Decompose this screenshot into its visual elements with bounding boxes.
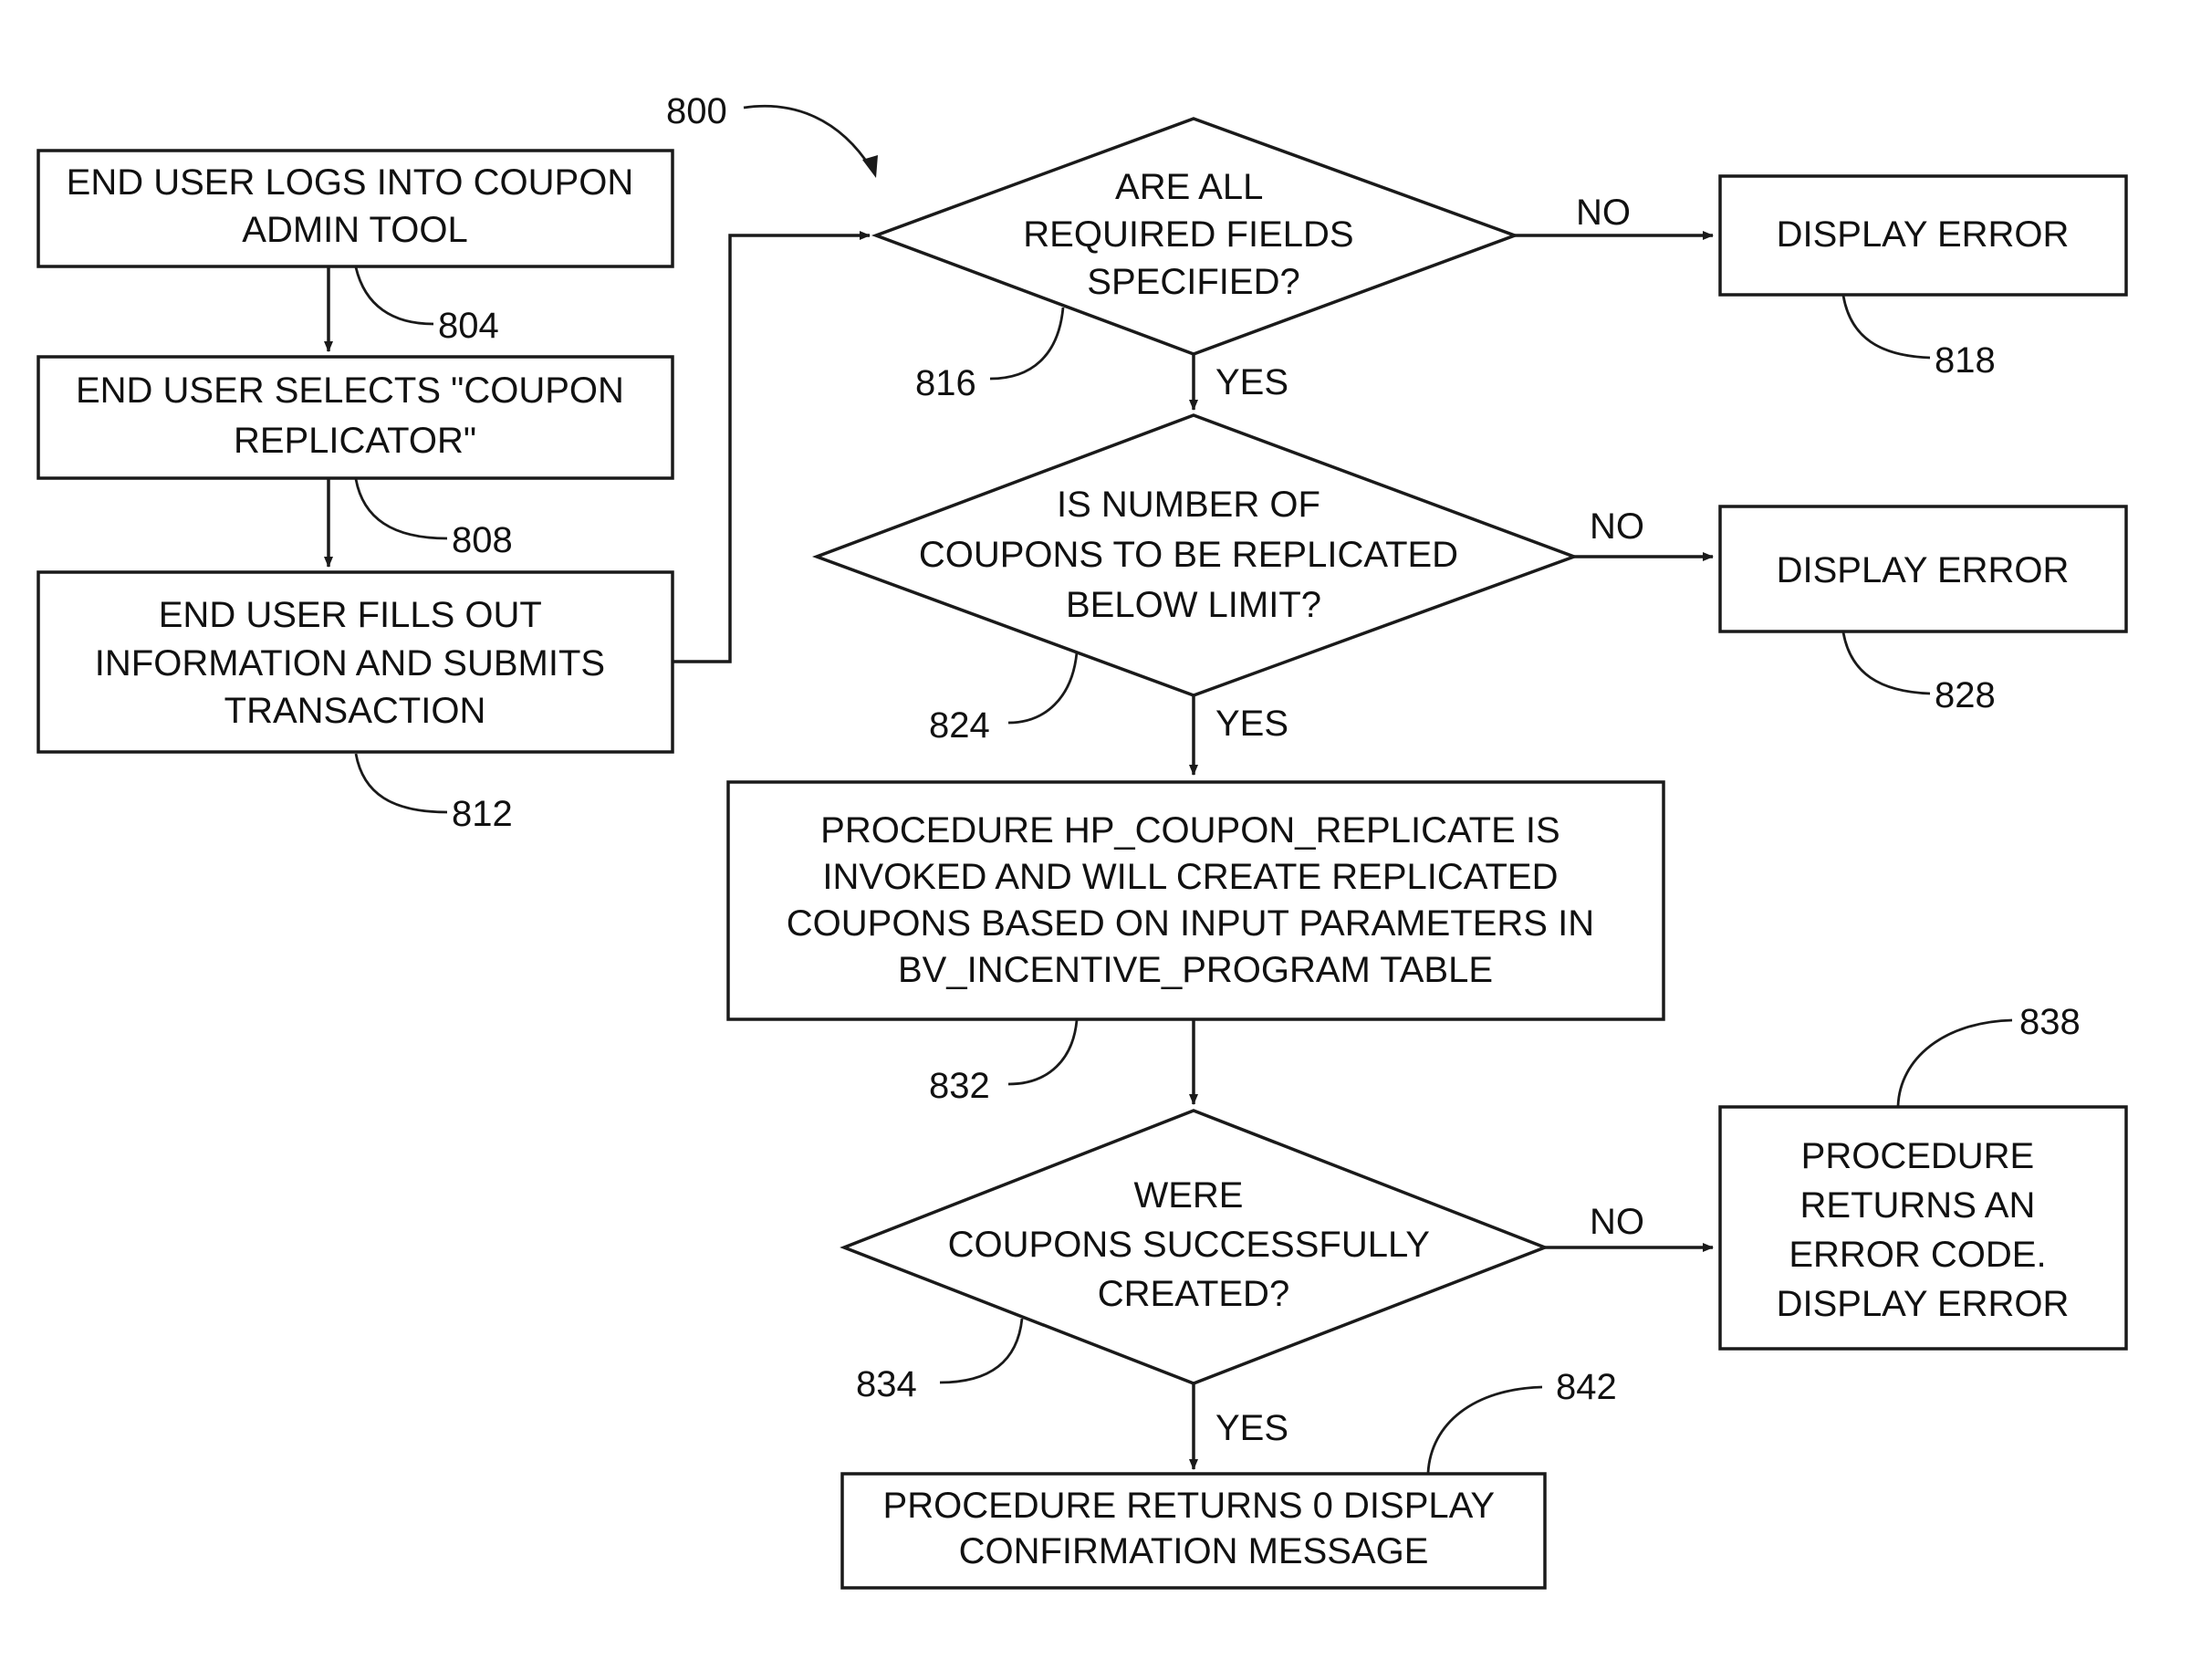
decision-816-diamond: ARE ALL REQUIRED FIELDS SPECIFIED? [876, 119, 1515, 354]
step-842-callout: 842 [1428, 1367, 1617, 1473]
label-824-no: NO [1590, 506, 1644, 547]
step-838-ref: 838 [2019, 1002, 2081, 1042]
figure-reference: 800 [666, 91, 878, 178]
step-808-box: END USER SELECTS "COUPON REPLICATOR" [38, 357, 673, 478]
step-804-ref: 804 [438, 306, 499, 346]
label-824-yes: YES [1215, 704, 1288, 744]
figure-ref-label: 800 [666, 91, 727, 131]
step-812-callout: 812 [356, 754, 513, 834]
step-842-box: PROCEDURE RETURNS 0 DISPLAY CONFIRMATION… [842, 1474, 1545, 1588]
decision-824-ref: 824 [929, 705, 990, 746]
step-828-callout: 828 [1843, 632, 1996, 715]
step-832-box: PROCEDURE HP_COUPON_REPLICATE IS INVOKED… [728, 782, 1664, 1019]
step-838-box: PROCEDURE RETURNS AN ERROR CODE. DISPLAY… [1720, 1107, 2126, 1349]
step-828-ref: 828 [1935, 675, 1996, 715]
step-832-callout: 832 [929, 1020, 1077, 1106]
step-842-ref: 842 [1556, 1367, 1617, 1407]
step-828-text: DISPLAY ERROR [1777, 550, 2070, 590]
arrow-812-to-816 [673, 235, 870, 662]
decision-816-ref: 816 [915, 363, 976, 403]
step-828-box: DISPLAY ERROR [1720, 506, 2126, 631]
label-834-no: NO [1590, 1202, 1644, 1242]
step-812-ref: 812 [452, 794, 513, 834]
label-816-yes: YES [1215, 362, 1288, 402]
step-832-ref: 832 [929, 1066, 990, 1106]
figure-ref-arrow [744, 106, 871, 169]
decision-824-callout: 824 [929, 652, 1077, 746]
step-804-box: END USER LOGS INTO COUPON ADMIN TOOL [38, 151, 673, 266]
step-818-box: DISPLAY ERROR [1720, 176, 2126, 295]
label-834-yes: YES [1215, 1408, 1288, 1448]
decision-834-callout: 834 [856, 1319, 1022, 1404]
step-838-callout: 838 [1898, 1002, 2081, 1106]
step-818-ref: 818 [1935, 340, 1996, 381]
step-808-callout: 808 [356, 479, 513, 560]
step-818-callout: 818 [1843, 296, 1996, 381]
label-816-no: NO [1576, 193, 1631, 233]
step-808-ref: 808 [452, 520, 513, 560]
decision-834-diamond: WERE COUPONS SUCCESSFULLY CREATED? [844, 1111, 1545, 1383]
step-818-text: DISPLAY ERROR [1777, 214, 2070, 255]
step-812-box: END USER FILLS OUT INFORMATION AND SUBMI… [38, 572, 673, 752]
decision-824-diamond: IS NUMBER OF COUPONS TO BE REPLICATED BE… [817, 415, 1574, 695]
decision-816-callout: 816 [915, 308, 1063, 403]
decision-834-ref: 834 [856, 1364, 917, 1404]
step-804-callout: 804 [356, 267, 499, 346]
